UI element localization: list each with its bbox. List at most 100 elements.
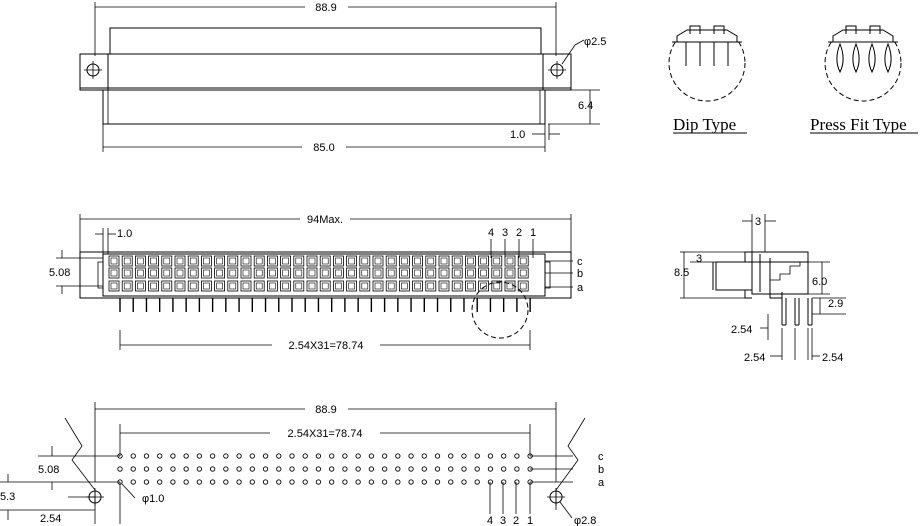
contact-socket	[203, 257, 210, 265]
contact-cell	[280, 267, 292, 279]
top-row-label-c: c	[577, 256, 583, 268]
drill-hole	[421, 466, 427, 472]
fp-pin-number-2: 2	[513, 515, 519, 526]
drill-hole	[170, 466, 176, 472]
contact-grid	[108, 255, 529, 292]
drill-hole	[236, 466, 242, 472]
drill-hole	[143, 453, 150, 459]
contact-cell	[359, 255, 371, 267]
contact-socket	[203, 269, 210, 277]
contact-socket	[493, 269, 501, 277]
drill-hole	[183, 466, 189, 472]
top-dim-pitch: 2.54X31=78.74	[289, 340, 364, 352]
contact-cell	[464, 267, 476, 279]
contact-cell	[134, 280, 146, 292]
fp-dim-row: 5.08	[38, 464, 59, 476]
contact-socket	[216, 282, 223, 290]
contact-cell	[200, 280, 212, 292]
contact-socket	[123, 269, 131, 277]
contact-cell	[372, 267, 384, 279]
drill-hole	[329, 453, 335, 459]
contact-socket	[295, 257, 303, 265]
drill-hole	[514, 466, 520, 472]
contact-cell	[451, 267, 463, 279]
contact-cell	[385, 280, 397, 292]
contact-socket	[123, 282, 131, 290]
contact-cell	[464, 280, 476, 292]
drill-hole	[223, 466, 229, 472]
contact-socket	[480, 269, 487, 277]
drill-hole	[395, 453, 401, 459]
contact-cell	[280, 255, 292, 267]
front-dim-height: 6.4	[578, 100, 593, 112]
contact-cell	[227, 255, 239, 267]
contact-cell	[240, 280, 252, 292]
contact-cell	[134, 255, 146, 267]
contact-cell	[517, 280, 529, 292]
drill-hole	[157, 479, 163, 485]
contact-cell	[280, 280, 292, 292]
contact-socket	[308, 282, 316, 290]
drill-hole	[130, 466, 136, 472]
contact-socket	[401, 269, 408, 277]
drill-hole	[395, 479, 401, 485]
top-pin-number-3: 3	[502, 227, 508, 239]
contact-socket	[255, 257, 263, 265]
drill-hole	[501, 466, 507, 472]
drill-hole	[408, 479, 414, 485]
drill-hole	[474, 466, 480, 472]
contact-cell	[346, 267, 358, 279]
drill-hole	[368, 479, 375, 485]
contact-socket	[176, 282, 184, 290]
dip-type-detail: Dip Type	[665, 20, 749, 134]
contact-cell	[319, 280, 331, 292]
contact-cell	[148, 255, 160, 267]
top-row-label-b: b	[577, 268, 583, 280]
contact-socket	[440, 269, 448, 277]
contact-cell	[504, 255, 516, 267]
drill-hole	[487, 466, 494, 472]
contact-cell	[161, 255, 173, 267]
drill-hole	[130, 453, 136, 459]
contact-socket	[150, 282, 157, 290]
contact-cell	[121, 267, 133, 279]
front-dim-hole: φ2.5	[584, 36, 606, 48]
fp-dim-mount: φ2.8	[574, 515, 596, 526]
contact-socket	[229, 257, 237, 265]
drill-hole	[461, 479, 467, 485]
contact-cell	[332, 255, 344, 267]
contact-cell	[332, 267, 344, 279]
side-dim-pitch-2: 2.54	[744, 352, 765, 364]
contact-cell	[398, 267, 410, 279]
side-dim-body: 6.0	[812, 276, 827, 288]
contact-socket	[137, 282, 144, 290]
contact-cell	[438, 280, 450, 292]
contact-socket	[110, 282, 118, 290]
contact-cell	[227, 267, 239, 279]
contact-socket	[453, 269, 461, 277]
contact-socket	[374, 269, 382, 277]
fp-dim-pitch: 2.54X31=78.74	[288, 428, 363, 440]
top-pin-number-4: 4	[488, 227, 494, 239]
side-dim-pitch-1: 2.54	[731, 324, 752, 336]
contact-cell	[517, 255, 529, 267]
drill-hole	[434, 453, 441, 459]
contact-cell	[504, 267, 516, 279]
contact-cell	[412, 280, 424, 292]
contact-socket	[480, 282, 487, 290]
drill-hole	[408, 453, 414, 459]
fp-pin-number-3: 3	[500, 515, 506, 526]
contact-cell	[517, 267, 529, 279]
drill-hole	[130, 479, 136, 485]
drill-hole	[209, 479, 216, 485]
press-fit-type-detail: Press Fit Type	[810, 20, 918, 134]
contact-socket	[348, 269, 355, 277]
drill-hole	[289, 453, 295, 459]
contact-cell	[438, 267, 450, 279]
contact-socket	[189, 282, 197, 290]
drill-hole	[315, 466, 322, 472]
fp-pin-number-4: 4	[487, 515, 493, 526]
side-view: 3 3 8.5 6.0	[674, 214, 846, 364]
drill-hole	[170, 479, 176, 485]
contact-socket	[440, 282, 448, 290]
